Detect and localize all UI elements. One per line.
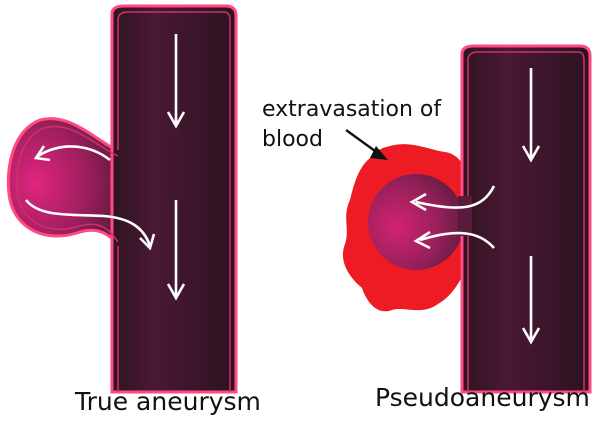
down-arrow-icon: [166, 283, 186, 301]
down-arrow-icon: [166, 111, 186, 129]
true-aneurysm-panel: True aneurysm: [6, 4, 261, 416]
down-arrow-icon: [521, 145, 541, 163]
true-aneurysm-caption: True aneurysm: [74, 387, 261, 416]
pseudoaneurysm-flow-arrow-lower: [521, 256, 541, 345]
pseudoaneurysm-vessel: [460, 44, 592, 394]
pseudoaneurysm-vessel-inner-wall: [467, 51, 585, 392]
down-arrow-icon: [521, 327, 541, 345]
vessel-wall-breach: [458, 196, 472, 236]
pseudoaneurysm-flow-arrow-upper: [521, 68, 541, 163]
true-aneurysm-vessel-inner-wall: [117, 11, 231, 392]
pseudoaneurysm-caption: Pseudoaneurysm: [375, 383, 590, 412]
true-aneurysm-eddy-arrow-upper: [33, 145, 111, 162]
annotation-line-2: blood: [262, 127, 323, 152]
pointer-arrow-icon: [345, 129, 388, 160]
pseudoaneurysm-sac: [368, 174, 464, 270]
annotation-line-1: extravasation of: [262, 97, 442, 122]
true-aneurysm-flow-arrow-upper: [166, 34, 186, 129]
true-aneurysm-flow-arrow-lower: [166, 200, 186, 301]
pseudoaneurysm-eddy-arrow-upper: [409, 185, 496, 212]
true-aneurysm-vessel: [110, 4, 238, 394]
true-aneurysm-eddy-arrow-lower: [24, 199, 156, 251]
pseudoaneurysm-panel: extravasation of blood Pseudoaneurysm: [262, 44, 592, 412]
pseudoaneurysm-eddy-arrow-lower: [413, 230, 495, 250]
true-aneurysm-bulge-inner-wall: [15, 125, 119, 243]
